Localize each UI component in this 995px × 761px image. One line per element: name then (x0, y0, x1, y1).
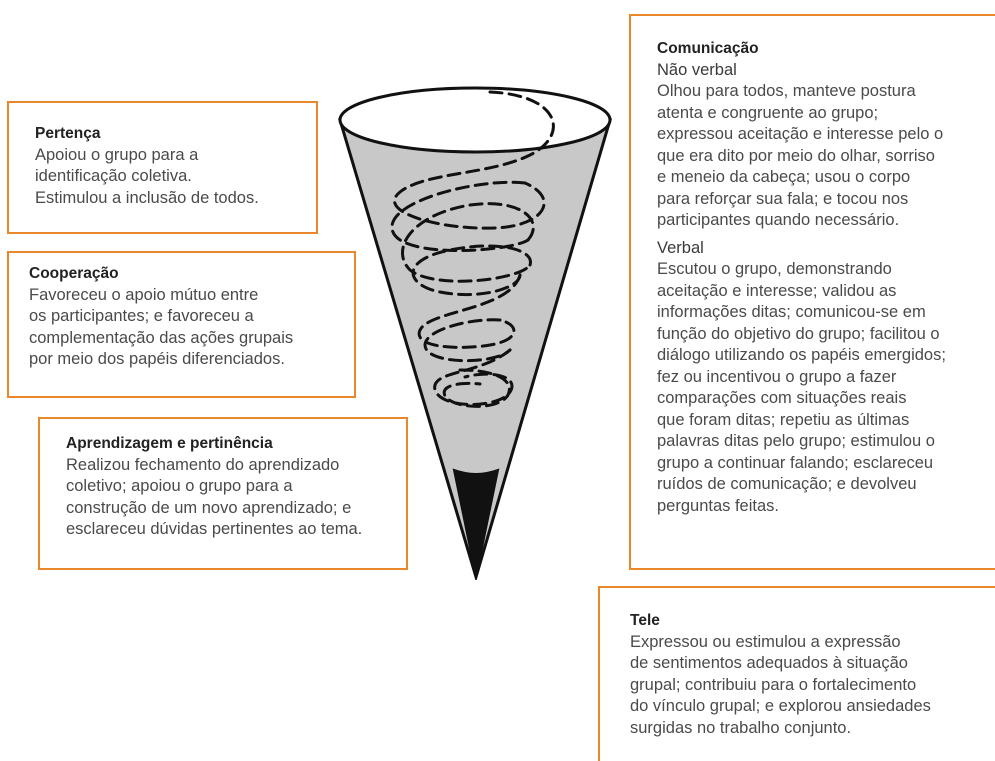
tele-line: Expressou ou estimulou a expressão (630, 632, 901, 651)
cooperacao-line: por meio dos papéis diferenciados. (29, 350, 285, 368)
pertenca-line: identificação coletiva. (35, 167, 192, 185)
nao-verbal-line: e meneio da cabeça; usou o corpo (657, 168, 911, 186)
nao-verbal-line: expressou aceitação e interesse pelo o (657, 125, 944, 143)
verbal-line: Escutou o grupo, demonstrando (657, 260, 892, 278)
tele-line: surgidas no trabalho conjunto. (630, 718, 852, 737)
comunicacao-box: Comunicação Não verbal Olhou para todos,… (629, 14, 995, 570)
nao-verbal-line: atenta e congruente ao grupo; (657, 103, 879, 122)
verbal-line: palavras ditas pelo grupo; estimulou o (657, 432, 935, 450)
verbal-line: diálogo utilizando os papéis emergidos; (657, 346, 946, 364)
cooperacao-title: Cooperação (29, 265, 119, 282)
aprendizagem-box: Aprendizagem e pertinência Realizou fech… (38, 417, 408, 570)
nao-verbal-line: para reforçar sua fala; e tocou nos (657, 189, 909, 208)
cone-rim (338, 86, 612, 154)
nao-verbal-line: participantes quando necessário. (657, 211, 900, 229)
funnel-cone-diagram (337, 86, 613, 580)
aprendizagem-line: esclareceu dúvidas pertinentes ao tema. (66, 520, 363, 538)
nao-verbal-line: Olhou para todos, manteve postura (657, 82, 916, 100)
pertenca-line: Estimulou a inclusão de todos. (35, 188, 259, 207)
cooperacao-line: Favoreceu o apoio mútuo entre (29, 285, 259, 304)
verbal-line: informações ditas; comunicou-se em (657, 303, 926, 321)
aprendizagem-line: Realizou fechamento do aprendizado (66, 455, 340, 474)
verbal-line: que foram ditas; repetiu as últimas (657, 410, 910, 429)
pertenca-box: Pertença Apoiou o grupo para a identific… (7, 101, 318, 234)
pertenca-line: Apoiou o grupo para a (35, 145, 199, 164)
cooperacao-line: os participantes; e favoreceu a (29, 307, 254, 325)
verbal-line: ruídos de comunicação; e devolveu (657, 475, 917, 493)
cooperacao-line: complementação das ações grupais (29, 328, 294, 347)
tele-title: Tele (630, 612, 660, 629)
tele-line: grupal; contribuiu para o fortalecimento (630, 675, 917, 694)
verbal-line: função do objetivo do grupo; facilitou o (657, 324, 940, 343)
nao-verbal-label: Não verbal (657, 60, 737, 79)
cooperacao-box: Cooperação Favoreceu o apoio mútuo entre… (7, 251, 356, 398)
comunicacao-title: Comunicação (657, 40, 759, 57)
verbal-line: perguntas feitas. (657, 496, 779, 515)
tele-line: do vínculo grupal; e explorou ansiedades (630, 697, 931, 715)
verbal-line: fez ou incentivou o grupo a fazer (657, 367, 897, 386)
aprendizagem-line: construção de um novo aprendizado; e (66, 498, 352, 517)
verbal-line: comparações com situações reais (657, 389, 907, 407)
verbal-label: Verbal (657, 238, 704, 257)
pertenca-title: Pertença (35, 125, 101, 142)
aprendizagem-line: coletivo; apoiou o grupo para a (66, 477, 293, 495)
spiral-path (390, 90, 555, 408)
tele-line: de sentimentos adequados à situação (630, 654, 908, 672)
verbal-line: grupo a continuar falando; esclareceu (657, 453, 934, 472)
aprendizagem-title: Aprendizagem e pertinência (66, 435, 273, 452)
tele-box: Tele Expressou ou estimulou a expressão … (598, 586, 995, 761)
verbal-line: aceitação e interesse; validou as (657, 281, 897, 300)
cone-tip (452, 468, 500, 578)
nao-verbal-line: que era dito por meio do olhar, sorriso (657, 146, 935, 165)
